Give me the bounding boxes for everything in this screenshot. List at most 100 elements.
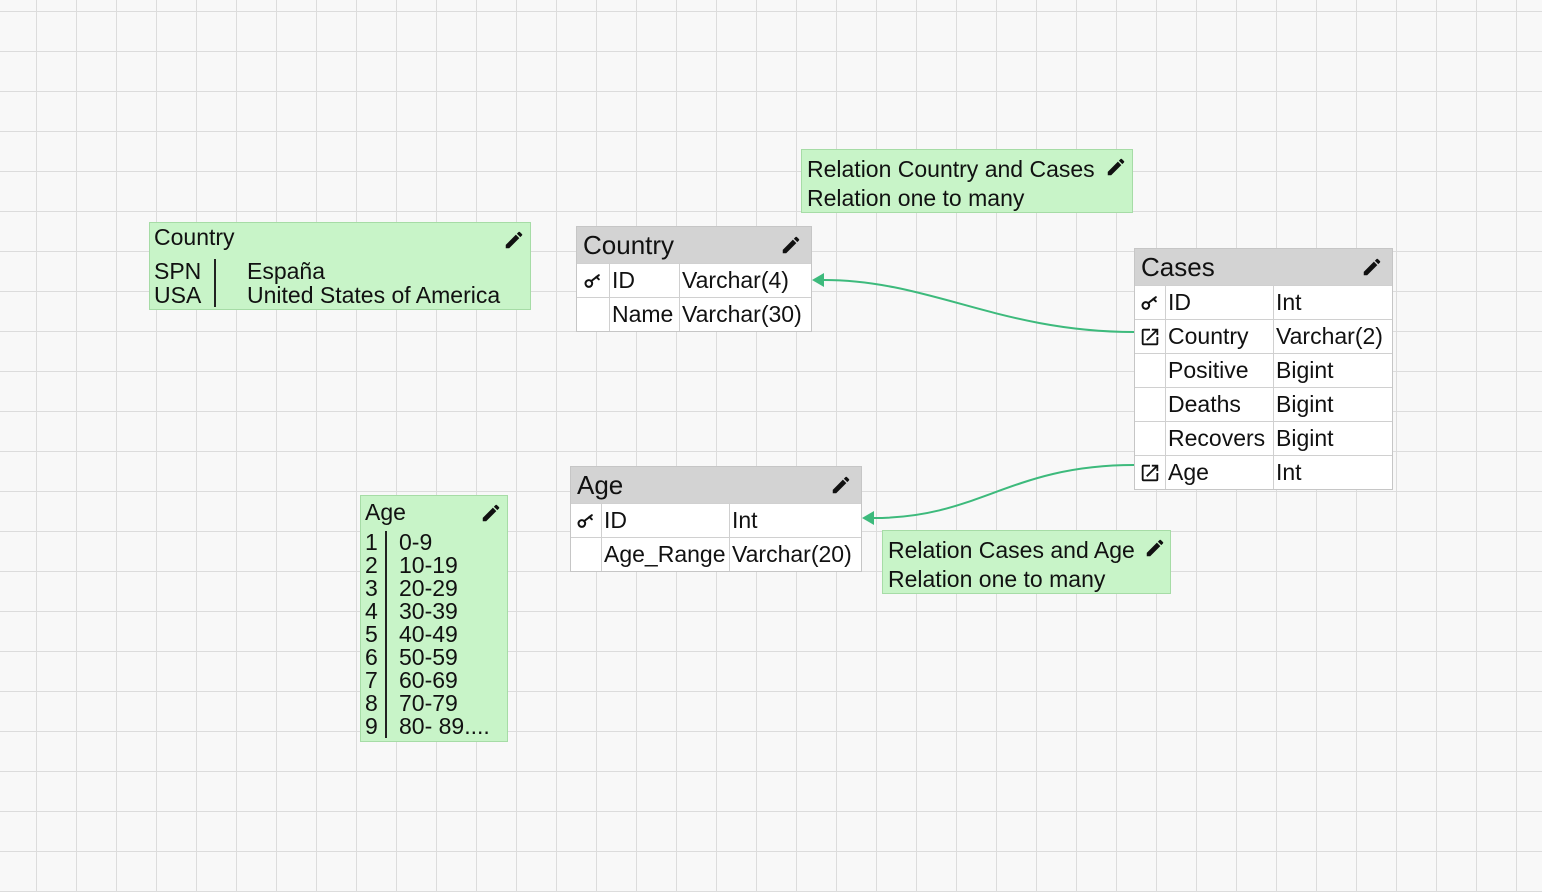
lookup-value: 50-59 bbox=[399, 644, 458, 670]
edit-pencil-icon[interactable] bbox=[1105, 156, 1127, 178]
column-type: Bigint bbox=[1276, 357, 1334, 383]
key-icon bbox=[1135, 286, 1166, 319]
column-name: ID bbox=[610, 264, 680, 297]
edit-pencil-icon[interactable] bbox=[1361, 256, 1383, 278]
lookup-row: 6 50-59 bbox=[365, 646, 490, 669]
lookup-row: SPN España bbox=[154, 259, 500, 283]
connector-cases-age[interactable] bbox=[873, 464, 1135, 519]
lookup-code: 4 bbox=[365, 600, 387, 623]
column-type: Varchar(20) bbox=[732, 541, 852, 567]
edit-pencil-icon[interactable] bbox=[503, 229, 525, 251]
table-title: Cases bbox=[1141, 252, 1215, 282]
empty-icon-cell bbox=[1135, 388, 1166, 421]
table-title: Age bbox=[577, 470, 624, 500]
edit-pencil-icon[interactable] bbox=[480, 502, 502, 524]
column-name: ID bbox=[1166, 286, 1274, 319]
lookup-code: 5 bbox=[365, 623, 387, 646]
column-name: Name bbox=[610, 298, 680, 331]
lookup-code: 7 bbox=[365, 669, 387, 692]
key-icon bbox=[577, 264, 610, 297]
relation-description: Relation one to many bbox=[807, 185, 1025, 211]
table-header[interactable]: Cases bbox=[1135, 249, 1392, 285]
lookup-row: 8 70-79 bbox=[365, 692, 490, 715]
relation-country-cases-note[interactable]: Relation Country and Cases Relation one … bbox=[801, 149, 1133, 213]
relation-cases-age-note[interactable]: Relation Cases and Age Relation one to m… bbox=[882, 530, 1171, 594]
column-name: Age_Range bbox=[602, 538, 730, 571]
empty-icon-cell bbox=[1135, 354, 1166, 387]
connector-arrow-country bbox=[812, 273, 824, 287]
column-type: Int bbox=[1276, 289, 1302, 315]
lookup-row: 2 10-19 bbox=[365, 554, 490, 577]
column-name: Age bbox=[1166, 456, 1274, 489]
lookup-row: 9 80- 89.... bbox=[365, 715, 490, 738]
column-type: Varchar(2) bbox=[1276, 323, 1383, 349]
lookup-value: 70-79 bbox=[399, 690, 458, 716]
age-lookup-title: Age bbox=[365, 499, 406, 525]
lookup-code: SPN bbox=[154, 259, 216, 283]
column-name: Deaths bbox=[1166, 388, 1274, 421]
column-name: Positive bbox=[1166, 354, 1274, 387]
edit-pencil-icon[interactable] bbox=[780, 234, 802, 256]
column-type: Bigint bbox=[1276, 425, 1334, 451]
lookup-code: 1 bbox=[365, 531, 387, 554]
column-type: Varchar(30) bbox=[682, 301, 802, 327]
table-title: Country bbox=[583, 230, 675, 260]
connector-arrow-age bbox=[862, 511, 874, 525]
lookup-code: 9 bbox=[365, 715, 387, 738]
edit-pencil-icon[interactable] bbox=[830, 474, 852, 496]
foreign-key-icon bbox=[1135, 456, 1166, 489]
key-icon bbox=[571, 504, 602, 537]
empty-icon-cell bbox=[577, 298, 610, 331]
lookup-value: United States of America bbox=[247, 282, 501, 308]
column-type: Bigint bbox=[1276, 391, 1334, 417]
lookup-value: 40-49 bbox=[399, 621, 458, 647]
column-name: Recovers bbox=[1166, 422, 1274, 455]
empty-icon-cell bbox=[571, 538, 602, 571]
column-name: Country bbox=[1166, 320, 1274, 353]
column-name: ID bbox=[602, 504, 730, 537]
lookup-code: 8 bbox=[365, 692, 387, 715]
relation-title: Relation Country and Cases bbox=[807, 156, 1095, 182]
lookup-value: 80- 89.... bbox=[399, 713, 490, 739]
empty-icon-cell bbox=[1135, 422, 1166, 455]
column-type: Varchar(4) bbox=[682, 267, 789, 293]
lookup-row: 1 0-9 bbox=[365, 531, 490, 554]
connector-country-cases[interactable] bbox=[823, 279, 1135, 333]
relation-description: Relation one to many bbox=[888, 566, 1106, 592]
lookup-code: 2 bbox=[365, 554, 387, 577]
lookup-code: 6 bbox=[365, 646, 387, 669]
table-header[interactable]: Country bbox=[577, 227, 811, 263]
lookup-value: 10-19 bbox=[399, 552, 458, 578]
edit-pencil-icon[interactable] bbox=[1144, 537, 1166, 559]
lookup-value: 0-9 bbox=[399, 529, 433, 555]
lookup-value: 20-29 bbox=[399, 575, 458, 601]
table-header[interactable]: Age bbox=[571, 467, 861, 503]
country-lookup-title: Country bbox=[154, 224, 235, 250]
lookup-value: España bbox=[247, 258, 326, 284]
relation-title: Relation Cases and Age bbox=[888, 537, 1135, 563]
